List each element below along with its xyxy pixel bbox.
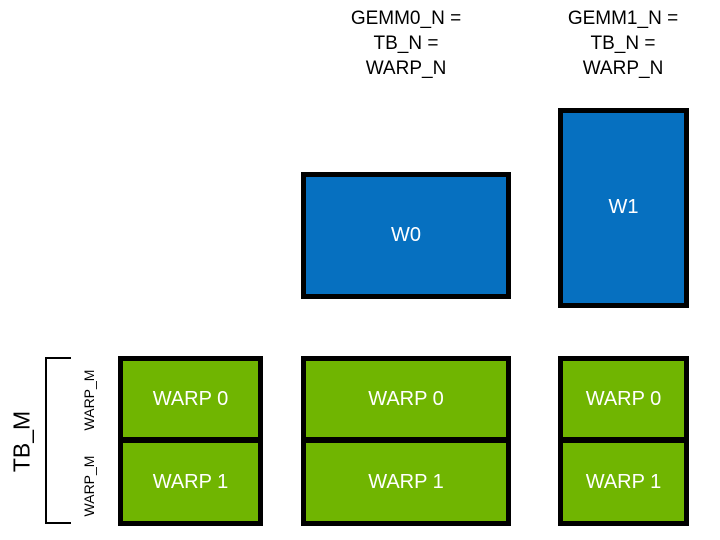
header-gemm0-n: GEMM0_N = TB_N = WARP_N: [350, 8, 462, 79]
green-cell-right-warp1: WARP 1: [558, 440, 689, 526]
axis-label-warp-m-upper: WARP_M: [81, 369, 97, 431]
blue-tile-w0: W0: [301, 172, 511, 299]
green-stack-middle: WARP 0 WARP 1: [301, 356, 511, 528]
green-stack-left: WARP 0 WARP 1: [118, 356, 263, 528]
green-cell-right-warp0-label: WARP 0: [585, 387, 662, 410]
tb-m-bracket: [45, 357, 71, 524]
axis-label-tb-m: TB_M: [8, 410, 35, 473]
green-cell-left-warp1-label: WARP 1: [152, 470, 229, 493]
header-gemm1-n: GEMM1_N = TB_N = WARP_N: [567, 8, 679, 79]
blue-tile-w1-label: W1: [608, 195, 639, 218]
green-cell-middle-warp1-label: WARP 1: [368, 470, 444, 493]
green-cell-middle-warp0-label: WARP 0: [368, 387, 444, 410]
green-cell-right-warp0: WARP 0: [558, 356, 689, 442]
blue-tile-w1: W1: [558, 108, 689, 308]
green-cell-left-warp1: WARP 1: [118, 440, 263, 526]
blue-tile-w0-label: W0: [391, 224, 421, 246]
green-cell-left-warp0-label: WARP 0: [152, 387, 229, 410]
green-cell-middle-warp1: WARP 1: [301, 440, 511, 526]
axis-label-warp-m-lower: WARP_M: [81, 455, 97, 517]
green-cell-left-warp0: WARP 0: [118, 356, 263, 442]
green-stack-right: WARP 0 WARP 1: [558, 356, 689, 528]
green-cell-right-warp1-label: WARP 1: [585, 470, 662, 493]
green-cell-middle-warp0: WARP 0: [301, 356, 511, 442]
